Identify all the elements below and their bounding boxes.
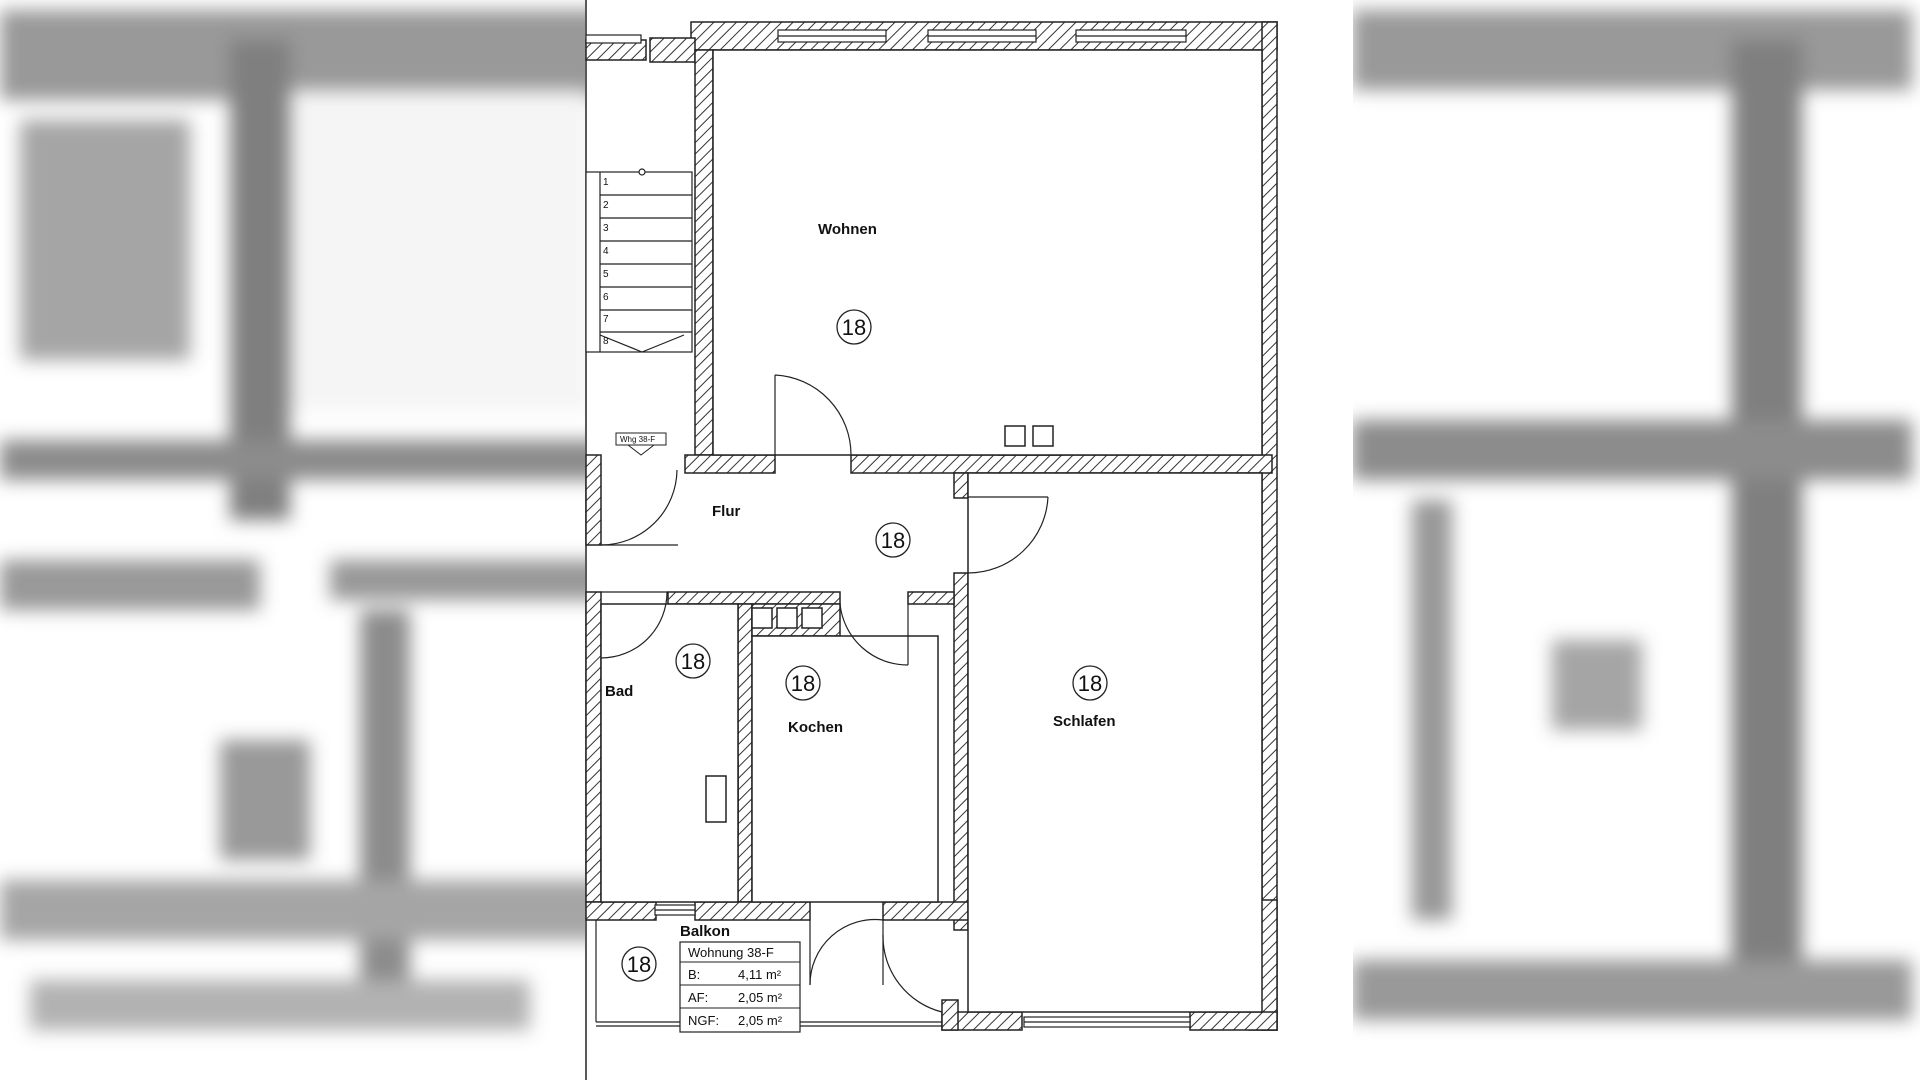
unit-entrance-tag: Whg 38-F xyxy=(615,432,667,456)
area-table: Wohnung 38-F B: 4,11 m² AF: 2,05 m² NGF:… xyxy=(679,941,801,1033)
chimney-flues xyxy=(751,425,1054,629)
room-interiors xyxy=(600,49,1263,1013)
room-number-text: 18 xyxy=(627,952,651,977)
room-label-wohnen: Wohnen xyxy=(818,221,877,238)
stair-step-number: 2 xyxy=(603,200,609,211)
room-number-balkon: 18 xyxy=(621,946,657,982)
area-table-key: NGF: xyxy=(688,1013,719,1028)
door-swings xyxy=(600,374,1049,1013)
room-label-schlafen: Schlafen xyxy=(1053,713,1116,730)
stair-step-number: 6 xyxy=(603,292,609,303)
area-table-title: Wohnung 38-F xyxy=(688,945,774,960)
room-number-flur: 18 xyxy=(875,522,911,558)
room-number-text: 18 xyxy=(1078,671,1102,696)
blurred-background-right xyxy=(1352,0,1920,1080)
windows xyxy=(585,29,1191,1028)
room-number-text: 18 xyxy=(842,315,866,340)
area-table-value: 2,05 m² xyxy=(738,1013,783,1028)
room-number-schlafen: 18 xyxy=(1072,665,1108,701)
blurred-background-left xyxy=(0,0,586,1080)
room-label-kochen: Kochen xyxy=(788,719,843,736)
stair-step-number: 1 xyxy=(603,177,609,188)
area-table-key: AF: xyxy=(688,990,708,1005)
room-number-text: 18 xyxy=(681,649,705,674)
room-number-text: 18 xyxy=(881,528,905,553)
stair-step-numbers: 1 2 3 4 5 6 7 8 xyxy=(603,177,609,347)
room-number-wohnen: 18 xyxy=(836,309,872,345)
floor-plan: 1 2 3 4 5 6 7 8 Whg 38-F Wohnung 38-F B:… xyxy=(585,0,1353,1085)
room-label-balkon: Balkon xyxy=(680,923,730,940)
area-table-value: 4,11 m² xyxy=(738,967,782,982)
stair-step-number: 4 xyxy=(603,246,609,257)
room-number-kochen: 18 xyxy=(785,665,821,701)
room-number-bad: 18 xyxy=(675,643,711,679)
stair-step-number: 3 xyxy=(603,223,609,234)
room-number-text: 18 xyxy=(791,671,815,696)
stair-step-number: 5 xyxy=(603,269,609,280)
unit-tag-text: Whg 38-F xyxy=(620,435,655,444)
area-table-key: B: xyxy=(688,967,700,982)
stair-step-number: 8 xyxy=(603,336,609,347)
staircase xyxy=(585,168,693,353)
room-label-bad: Bad xyxy=(605,683,633,700)
area-table-value: 2,05 m² xyxy=(738,990,783,1005)
stair-step-number: 7 xyxy=(603,314,609,325)
room-label-flur: Flur xyxy=(712,503,740,520)
